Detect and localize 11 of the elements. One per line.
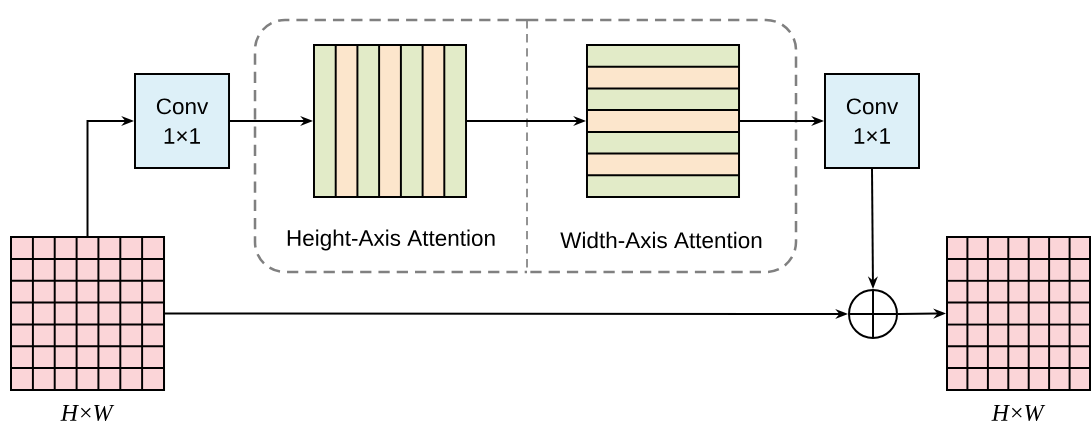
conv-box: Conv 1×1: [134, 73, 230, 169]
feature-map-grid: [946, 236, 1091, 391]
attention-panel: Width-Axis Attention: [527, 18, 798, 274]
attention-panel: Height-Axis Attention: [253, 18, 528, 274]
column-striped-map: [313, 44, 467, 198]
sum-symbol: [848, 289, 898, 339]
feature-map-grid: [10, 236, 165, 391]
dimension-label: H×W: [991, 405, 1046, 421]
conv-box: Conv 1×1: [824, 73, 920, 169]
row-striped-map: [586, 44, 740, 198]
dimension-label: H×W: [60, 405, 115, 421]
